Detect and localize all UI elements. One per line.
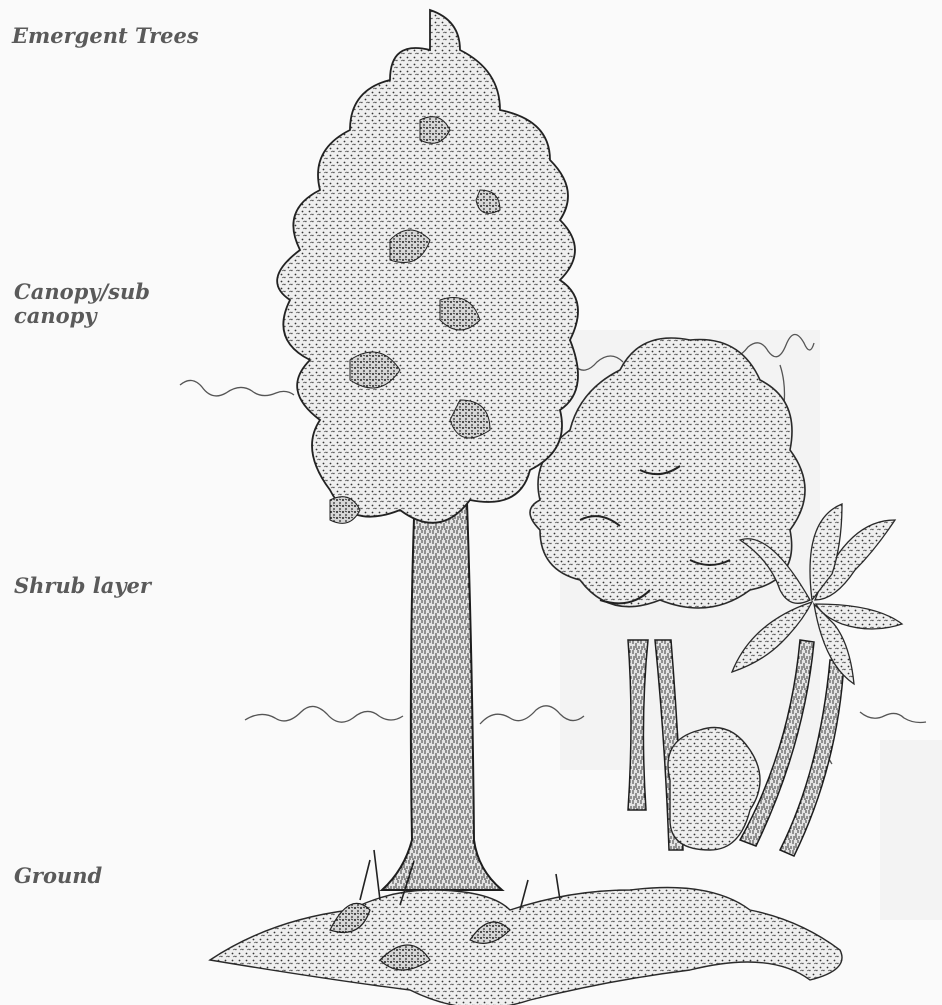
label-canopy-sub-canopy: Canopy/sub canopy [14,280,150,328]
label-shrub-layer: Shrub layer [14,574,151,598]
canopy-boundary-left [180,380,294,395]
shrub-boundary-right [860,712,926,723]
emergent-tree [277,10,578,890]
label-emergent-trees: Emergent Trees [12,24,199,48]
shrub-boundary-left [245,706,403,722]
ground-vegetation [210,850,842,1005]
emergent-tree-crown [277,10,578,523]
label-ground: Ground [14,864,102,888]
